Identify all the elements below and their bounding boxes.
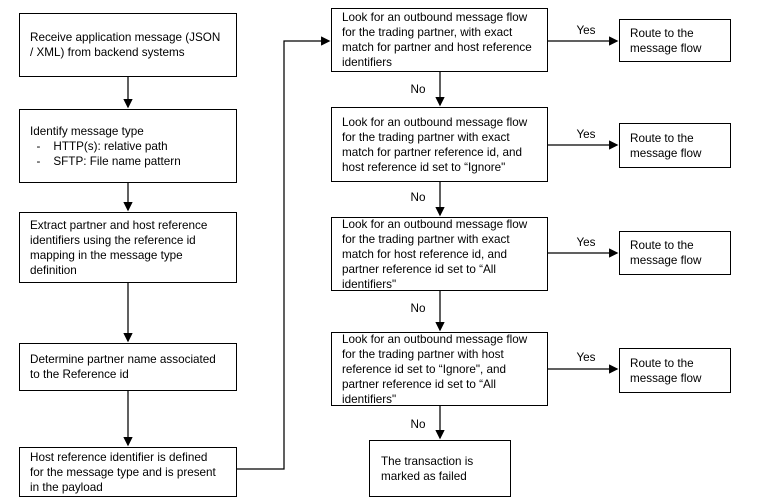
connector-hostref-to-lookup1 xyxy=(237,36,331,470)
no-label-1: No xyxy=(410,83,426,96)
flow-node-host-reference-defined: Host reference identifier is defined for… xyxy=(19,447,237,497)
no-label-3: No xyxy=(410,302,426,315)
yes-label-3: Yes xyxy=(576,236,596,249)
flow-node-determine-partner-name: Determine partner name associated to the… xyxy=(19,343,237,391)
flow-node-identify-message-type: Identify message type - HTTP(s): relativ… xyxy=(19,109,237,183)
flow-node-route-to-message-flow-3: Route to the message flow xyxy=(619,231,731,275)
flow-node-route-to-message-flow-4: Route to the message flow xyxy=(619,348,731,393)
flow-node-route-to-message-flow-1: Route to the message flow xyxy=(619,19,731,62)
flow-node-lookup-host-ignore-partner-all: Look for an outbound message flow for th… xyxy=(331,332,548,406)
no-label-4: No xyxy=(410,418,426,431)
flow-node-lookup-exact-partner-host: Look for an outbound message flow for th… xyxy=(331,8,548,72)
yes-label-2: Yes xyxy=(576,128,596,141)
yes-label-4: Yes xyxy=(576,351,596,364)
flow-node-lookup-partner-exact-host-ignore: Look for an outbound message flow for th… xyxy=(331,107,548,182)
flow-node-lookup-host-exact-partner-all: Look for an outbound message flow for th… xyxy=(331,217,548,291)
no-label-2: No xyxy=(410,191,426,204)
flow-node-route-to-message-flow-2: Route to the message flow xyxy=(619,123,731,168)
flow-node-extract-identifiers: Extract partner and host reference ident… xyxy=(19,212,237,283)
yes-label-1: Yes xyxy=(576,24,596,37)
flow-node-transaction-failed: The transaction is marked as failed xyxy=(369,440,511,497)
flow-node-receive-message: Receive application message (JSON / XML)… xyxy=(19,13,237,77)
